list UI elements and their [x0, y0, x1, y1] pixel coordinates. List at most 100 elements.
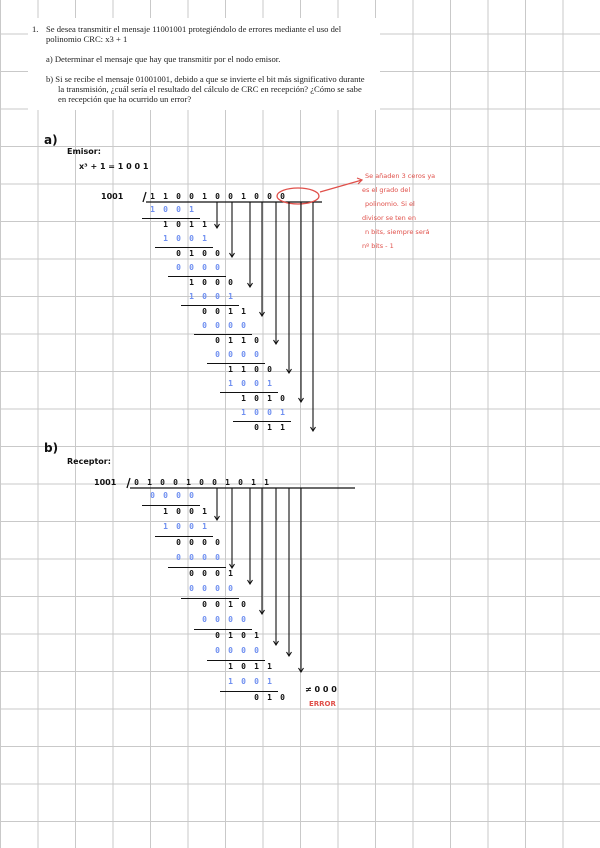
bit: 0: [189, 584, 194, 593]
bit: 1: [267, 379, 272, 388]
bit: 0: [241, 599, 246, 609]
dividend-bit: 1: [150, 192, 155, 201]
bit: 0: [176, 234, 181, 243]
bit: 0: [228, 646, 233, 655]
bit: 0: [215, 350, 220, 359]
bit: 1: [241, 364, 246, 374]
bit: 1: [254, 661, 259, 671]
bit: 0: [189, 537, 194, 547]
bit: 1: [228, 599, 233, 609]
bit: 1: [202, 522, 207, 531]
dividend-bit: 0: [134, 478, 139, 487]
dividend-bit: 1: [264, 478, 269, 487]
bit: 0: [215, 335, 220, 345]
bit: 0: [189, 506, 194, 516]
section-a-label: a): [44, 133, 58, 147]
bit: 1: [189, 248, 194, 258]
bit: 0: [215, 292, 220, 301]
bit: 1: [202, 219, 207, 229]
note-line: es el grado del: [362, 186, 411, 194]
bit: 1: [254, 630, 259, 640]
dividend-bit: 1: [163, 192, 168, 201]
bit: 0: [215, 277, 220, 287]
bit: 0: [254, 692, 259, 702]
dividend-bit: 1: [225, 478, 230, 487]
bit: 1: [241, 393, 246, 403]
bit: 1: [228, 292, 233, 301]
problem-line-2: polinomio CRC: x3 + 1: [46, 34, 128, 44]
division-bracket-a: [142, 191, 147, 203]
bit: 0: [254, 393, 259, 403]
bring-down-arrow-a-head: [273, 339, 279, 346]
dividend-bit: 1: [147, 478, 152, 487]
bit: 0: [215, 248, 220, 258]
bit: 0: [241, 630, 246, 640]
problem-part-b-line-1: b) Si se recibe el mensaje 01001001, deb…: [46, 74, 365, 84]
bit: 0: [189, 234, 194, 243]
bit: 0: [215, 584, 220, 593]
bit: 1: [267, 692, 272, 702]
bit: 1: [163, 219, 168, 229]
bring-down-arrow-a-head: [229, 252, 235, 259]
section-a-role: Emisor:: [67, 147, 101, 156]
note-pointer-arrow: [319, 179, 363, 193]
bit: 1: [150, 205, 155, 214]
note-line: n bits, siempre será: [365, 228, 430, 236]
bit: 0: [202, 277, 207, 287]
bit: 0: [228, 277, 233, 287]
note-pointer-arrow-head: [356, 177, 364, 185]
bit: 0: [189, 568, 194, 578]
bit: 1: [163, 506, 168, 516]
bit: 0: [254, 408, 259, 417]
bit: 0: [202, 584, 207, 593]
dividend-bit: 0: [176, 192, 181, 201]
bit: 1: [241, 335, 246, 345]
bit: 0: [176, 537, 181, 547]
bring-down-arrow-a-head: [298, 397, 304, 404]
bit: 0: [189, 491, 194, 500]
dividend-bit: 0: [199, 478, 204, 487]
bit: 0: [189, 263, 194, 272]
note-line: divisor se ten en: [362, 214, 416, 222]
bit: 1: [189, 205, 194, 214]
bit: 0: [202, 615, 207, 624]
bit: 0: [280, 692, 285, 702]
bit: 1: [228, 568, 233, 578]
bit: 1: [189, 219, 194, 229]
note-line: nº bits - 1: [362, 242, 394, 250]
bit: 0: [176, 219, 181, 229]
section-b-divisor: 1001: [94, 478, 117, 487]
bring-down-arrow-b-head: [247, 579, 253, 586]
dividend-bit: 0: [189, 192, 194, 201]
bit: 1: [228, 335, 233, 345]
bit: 0: [202, 292, 207, 301]
bit: 0: [163, 205, 168, 214]
bit: 0: [176, 263, 181, 272]
bit: 1: [241, 408, 246, 417]
bit: 0: [228, 321, 233, 330]
bit: 1: [280, 422, 285, 432]
section-b-comparison: ≠ 0 0 0: [305, 685, 337, 694]
bit: 0: [176, 248, 181, 258]
bit: 0: [202, 537, 207, 547]
bit: 1: [280, 408, 285, 417]
bit: 0: [280, 393, 285, 403]
section-a-divisor: 1001: [101, 192, 124, 201]
bit: 0: [202, 599, 207, 609]
bit: 0: [254, 335, 259, 345]
bit: 0: [150, 491, 155, 500]
bit: 0: [202, 263, 207, 272]
bring-down-arrow-a-head: [310, 426, 316, 433]
bit: 0: [228, 584, 233, 593]
